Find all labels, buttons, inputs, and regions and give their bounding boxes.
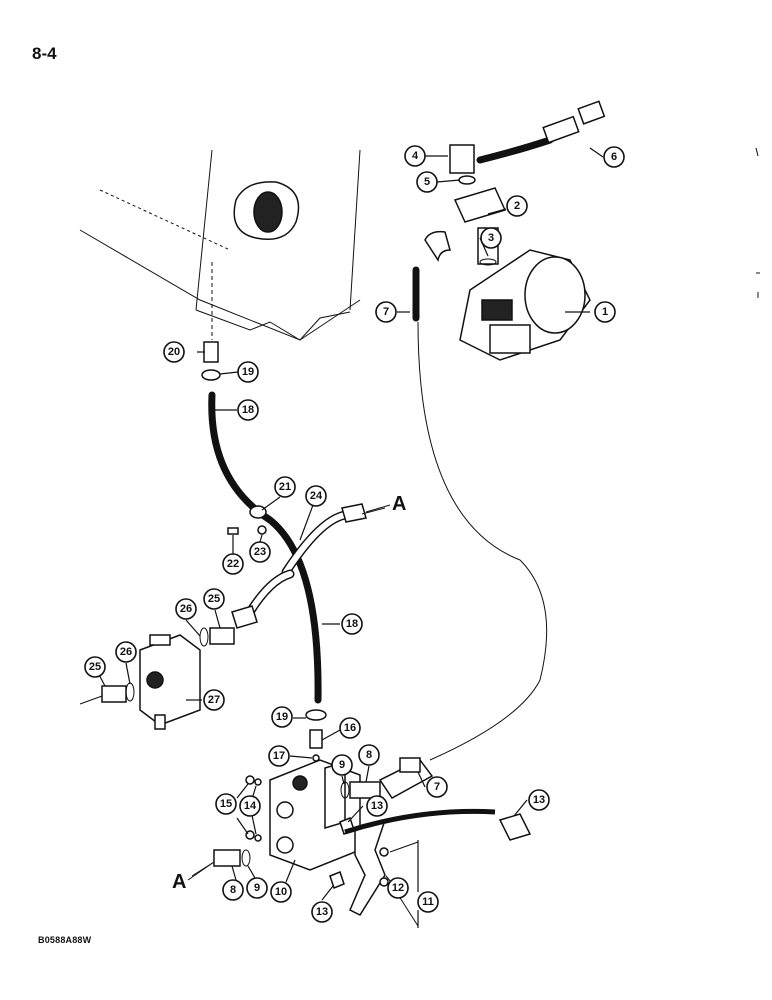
svg-text:11: 11 (422, 896, 434, 908)
svg-text:17: 17 (273, 750, 285, 762)
callout-1: 1 (594, 301, 616, 323)
svg-text:13: 13 (371, 800, 383, 812)
svg-text:26: 26 (180, 603, 192, 615)
clamp-21 (227, 505, 267, 535)
hose-24 (231, 503, 391, 629)
svg-text:24: 24 (310, 490, 323, 502)
callout-13-middle: 13 (366, 795, 388, 817)
callouts: 1 2 3 4 5 6 7 7 8 8 9 9 10 11 12 13 13 1… (84, 145, 625, 923)
callout-9-upper: 9 (331, 754, 353, 776)
svg-text:3: 3 (488, 232, 494, 244)
svg-text:9: 9 (339, 759, 345, 771)
callout-7-upper: 7 (375, 301, 397, 323)
callout-9-lower: 9 (246, 877, 268, 899)
svg-text:12: 12 (392, 882, 404, 894)
callout-10: 10 (270, 881, 292, 903)
control-valve-10 (187, 759, 419, 927)
margin-marks (755, 147, 760, 298)
hose-18 (201, 341, 327, 762)
callout-22: 22 (222, 553, 244, 575)
svg-text:16: 16 (344, 722, 356, 734)
callout-5: 5 (416, 171, 438, 193)
callout-12: 12 (387, 877, 409, 899)
svg-text:7: 7 (434, 781, 440, 793)
svg-text:15: 15 (220, 798, 232, 810)
svg-text:18: 18 (242, 404, 254, 416)
callout-11: 11 (417, 891, 439, 913)
svg-text:8: 8 (366, 749, 372, 761)
page-number: 8-4 (32, 44, 57, 63)
callout-26-lower: 26 (115, 641, 137, 663)
svg-text:25: 25 (89, 661, 101, 673)
svg-text:4: 4 (412, 150, 419, 162)
valve-27 (79, 627, 235, 730)
svg-text:5: 5 (424, 176, 430, 188)
callout-8-lower: 8 (222, 879, 244, 901)
callout-17: 17 (268, 745, 290, 767)
callout-6: 6 (603, 146, 625, 168)
svg-text:18: 18 (346, 618, 358, 630)
svg-text:9: 9 (254, 882, 260, 894)
callout-18-upper: 18 (237, 399, 259, 421)
callout-20: 20 (163, 341, 185, 363)
svg-text:26: 26 (120, 646, 132, 658)
machine-frame (79, 149, 361, 341)
callout-23: 23 (249, 541, 271, 563)
svg-text:2: 2 (514, 200, 520, 212)
svg-text:7: 7 (383, 306, 389, 318)
callout-8-upper: 8 (358, 744, 380, 766)
svg-text:19: 19 (276, 711, 288, 723)
svg-text:10: 10 (275, 886, 287, 898)
svg-text:13: 13 (533, 794, 545, 806)
callout-27: 27 (203, 689, 225, 711)
callout-2: 2 (506, 195, 528, 217)
callout-21: 21 (274, 476, 296, 498)
hose-7 (378, 230, 548, 799)
svg-text:27: 27 (208, 694, 220, 706)
callout-4: 4 (404, 145, 426, 167)
svg-text:14: 14 (244, 800, 257, 812)
reference-letter-a-lower: A (172, 871, 186, 893)
callout-19-lower: 19 (271, 706, 293, 728)
svg-text:1: 1 (602, 306, 608, 318)
svg-text:19: 19 (242, 366, 254, 378)
callout-3: 3 (480, 227, 502, 249)
drawing-code: B0588A88W (38, 935, 92, 945)
callout-15: 15 (215, 793, 237, 815)
callout-13-right: 13 (528, 789, 550, 811)
callout-25-upper: 25 (203, 588, 225, 610)
svg-text:25: 25 (208, 593, 220, 605)
callout-7-lower: 7 (426, 776, 448, 798)
callout-18-lower: 18 (341, 613, 363, 635)
svg-text:13: 13 (316, 906, 328, 918)
svg-text:22: 22 (227, 558, 239, 570)
svg-text:20: 20 (168, 346, 180, 358)
svg-text:23: 23 (254, 546, 266, 558)
reference-letter-a-upper: A (392, 493, 406, 515)
callout-16: 16 (339, 717, 361, 739)
pump-assembly (449, 100, 606, 361)
callout-14: 14 (239, 795, 261, 817)
callout-19-upper: 19 (237, 361, 259, 383)
callout-25-lower: 25 (84, 656, 106, 678)
svg-text:21: 21 (279, 481, 291, 493)
sleeve-13 (344, 808, 532, 841)
callout-13-bottom: 13 (311, 901, 333, 923)
callout-26-upper: 26 (175, 598, 197, 620)
svg-text:8: 8 (230, 884, 236, 896)
callout-24: 24 (305, 485, 327, 507)
svg-text:6: 6 (611, 151, 617, 163)
